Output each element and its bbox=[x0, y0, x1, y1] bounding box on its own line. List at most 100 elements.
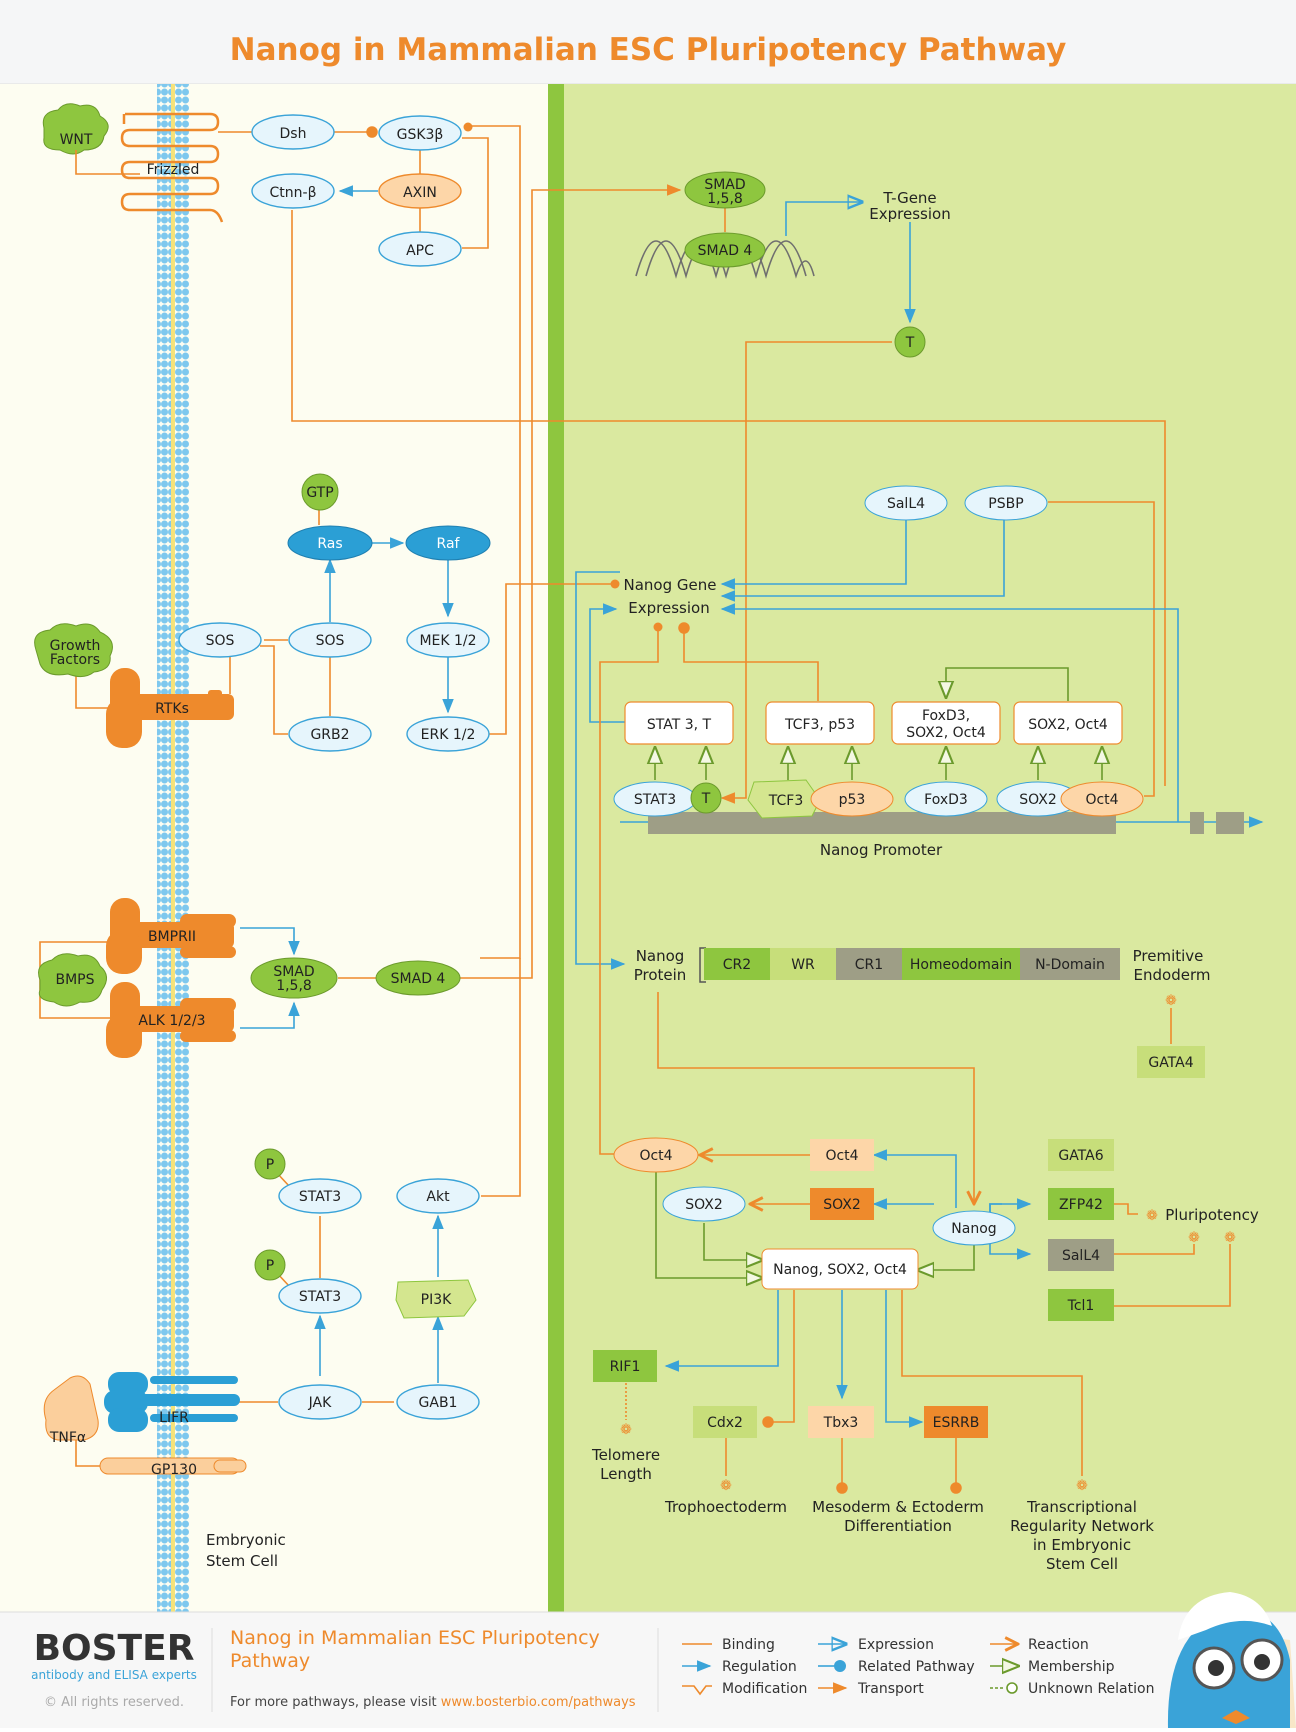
t-prom-node[interactable] bbox=[690, 782, 722, 814]
sos-a-node[interactable] bbox=[178, 622, 262, 658]
tbx3-node[interactable] bbox=[808, 1406, 874, 1438]
apc-label: APC bbox=[406, 243, 434, 259]
tcl1-node[interactable] bbox=[1048, 1289, 1114, 1321]
grb2-node[interactable] bbox=[288, 716, 372, 752]
mek-node[interactable] bbox=[406, 622, 490, 658]
domain-cr1: CR1 bbox=[855, 957, 883, 973]
esrrb-label: ESRRB bbox=[933, 1415, 980, 1431]
bmps-label: BMPS bbox=[55, 972, 94, 988]
esrrb-node[interactable] bbox=[924, 1406, 988, 1438]
rif1-node[interactable] bbox=[593, 1350, 657, 1382]
smad4-nuc-label: SMAD 4 bbox=[698, 243, 753, 259]
foxd3-prom-node[interactable] bbox=[904, 781, 988, 817]
phospho-1 bbox=[254, 1148, 286, 1180]
legend-unknown-relation: Unknown Relation bbox=[1028, 1681, 1154, 1697]
growth-factors-ligand bbox=[34, 623, 113, 678]
gsk3b-node[interactable] bbox=[378, 115, 462, 151]
telomere-icon: ❁ bbox=[620, 1422, 632, 1438]
footer-title-2: Pathway bbox=[230, 1650, 310, 1672]
sos-b-node[interactable] bbox=[288, 622, 372, 658]
box-tcf3p53[interactable] bbox=[765, 701, 875, 745]
p53-prom-node[interactable] bbox=[810, 781, 894, 817]
legend-expression: Expression bbox=[858, 1637, 934, 1653]
legend-transport: Transport bbox=[857, 1681, 924, 1697]
gata6-node[interactable] bbox=[1048, 1139, 1114, 1171]
foxd3-prom-label: FoxD3 bbox=[924, 792, 968, 808]
apc-node[interactable] bbox=[378, 231, 462, 267]
smad158-cyto-node[interactable] bbox=[250, 957, 338, 999]
sox2-box-node[interactable] bbox=[810, 1188, 874, 1220]
sall4-label: SalL4 bbox=[887, 496, 925, 512]
nanog-ell-node[interactable] bbox=[932, 1210, 1016, 1246]
domain-homeodomain: Homeodomain bbox=[910, 957, 1012, 973]
ctnnb-node[interactable] bbox=[251, 173, 335, 209]
legend-binding: Binding bbox=[722, 1637, 775, 1653]
growth-factors-label-2: Factors bbox=[50, 652, 100, 668]
smad4-cyto-label: SMAD 4 bbox=[391, 971, 446, 987]
gtp-label: GTP bbox=[306, 485, 333, 501]
cdx2-label: Cdx2 bbox=[707, 1415, 743, 1431]
tcf3-prom-label: TCF3 bbox=[768, 793, 803, 809]
gtp-node[interactable] bbox=[301, 473, 339, 511]
sox2-ell-label: SOX2 bbox=[685, 1197, 723, 1213]
axin-label: AXIN bbox=[403, 185, 437, 201]
bmps-ligand bbox=[38, 953, 107, 1007]
stat3-prom-label: STAT3 bbox=[634, 792, 676, 808]
gsk3b-label: GSK3β bbox=[397, 127, 444, 143]
cdx2-node[interactable] bbox=[693, 1406, 757, 1438]
premitive-label-1: Premitive bbox=[1133, 947, 1204, 965]
complex-node[interactable] bbox=[761, 1248, 919, 1290]
footer-bar bbox=[0, 1612, 1296, 1728]
smad158-nuc-node[interactable] bbox=[684, 171, 766, 209]
stat3-b-node[interactable] bbox=[278, 1278, 362, 1314]
tcf3-prom-node[interactable] bbox=[747, 779, 821, 819]
sox2-ell-node[interactable] bbox=[662, 1186, 746, 1222]
smad4-nuc-node[interactable] bbox=[684, 232, 766, 268]
tropho-label: Trophoectoderm bbox=[664, 1498, 787, 1516]
box-sox2oct4[interactable] bbox=[1013, 701, 1123, 745]
jak-node[interactable] bbox=[278, 1384, 362, 1420]
trn-label-4: Stem Cell bbox=[1046, 1555, 1118, 1573]
frizzled-receptor bbox=[120, 112, 224, 223]
axin-node[interactable] bbox=[378, 173, 462, 209]
oct4-ell-node[interactable] bbox=[613, 1137, 699, 1173]
oct4-box-node[interactable] bbox=[810, 1139, 874, 1171]
psbp-label: PSBP bbox=[988, 496, 1023, 512]
phospho-label-1: P bbox=[266, 1157, 274, 1173]
oct4-prom-node[interactable] bbox=[1060, 781, 1144, 817]
telomere-label-2: Length bbox=[600, 1465, 652, 1483]
promoter-label: Nanog Promoter bbox=[820, 841, 943, 859]
zfp42-node[interactable] bbox=[1048, 1188, 1114, 1220]
gata4-node[interactable] bbox=[1137, 1046, 1205, 1078]
psbp-node[interactable] bbox=[964, 485, 1048, 521]
alk-receptor bbox=[106, 982, 236, 1058]
dsh-label: Dsh bbox=[280, 126, 307, 142]
raf-node[interactable] bbox=[405, 525, 491, 561]
box-stat3t[interactable] bbox=[624, 701, 734, 745]
gab1-node[interactable] bbox=[396, 1384, 480, 1420]
trn-label-2: Regularity Network bbox=[1010, 1517, 1154, 1535]
header-bar bbox=[0, 0, 1296, 84]
expression-label: Expression bbox=[628, 599, 709, 617]
rif1-label: RIF1 bbox=[610, 1359, 641, 1375]
erk-node[interactable] bbox=[406, 716, 490, 752]
t-top-node[interactable] bbox=[894, 326, 926, 358]
p53-prom-label: p53 bbox=[839, 792, 866, 808]
pi3k-node[interactable] bbox=[395, 1279, 477, 1319]
stat3-a-node[interactable] bbox=[278, 1178, 362, 1214]
legend-regulation: Regulation bbox=[722, 1659, 797, 1675]
pathways-link[interactable]: www.bosterbio.com/pathways bbox=[441, 1695, 636, 1710]
smad4-cyto-node[interactable] bbox=[375, 960, 461, 996]
sall4-box-node[interactable] bbox=[1048, 1239, 1114, 1271]
box-foxd3[interactable] bbox=[891, 701, 1001, 745]
jak-label: JAK bbox=[308, 1395, 332, 1411]
mek-label: MEK 1/2 bbox=[419, 633, 476, 649]
t-prom-label: T bbox=[701, 791, 711, 807]
pluripotency-icon-1: ❁ bbox=[1146, 1208, 1158, 1224]
sall4-box-label: SalL4 bbox=[1062, 1248, 1100, 1264]
sall4-node[interactable] bbox=[864, 485, 948, 521]
ras-node[interactable] bbox=[287, 525, 373, 561]
dsh-node[interactable] bbox=[251, 114, 335, 150]
akt-node[interactable] bbox=[396, 1178, 480, 1214]
